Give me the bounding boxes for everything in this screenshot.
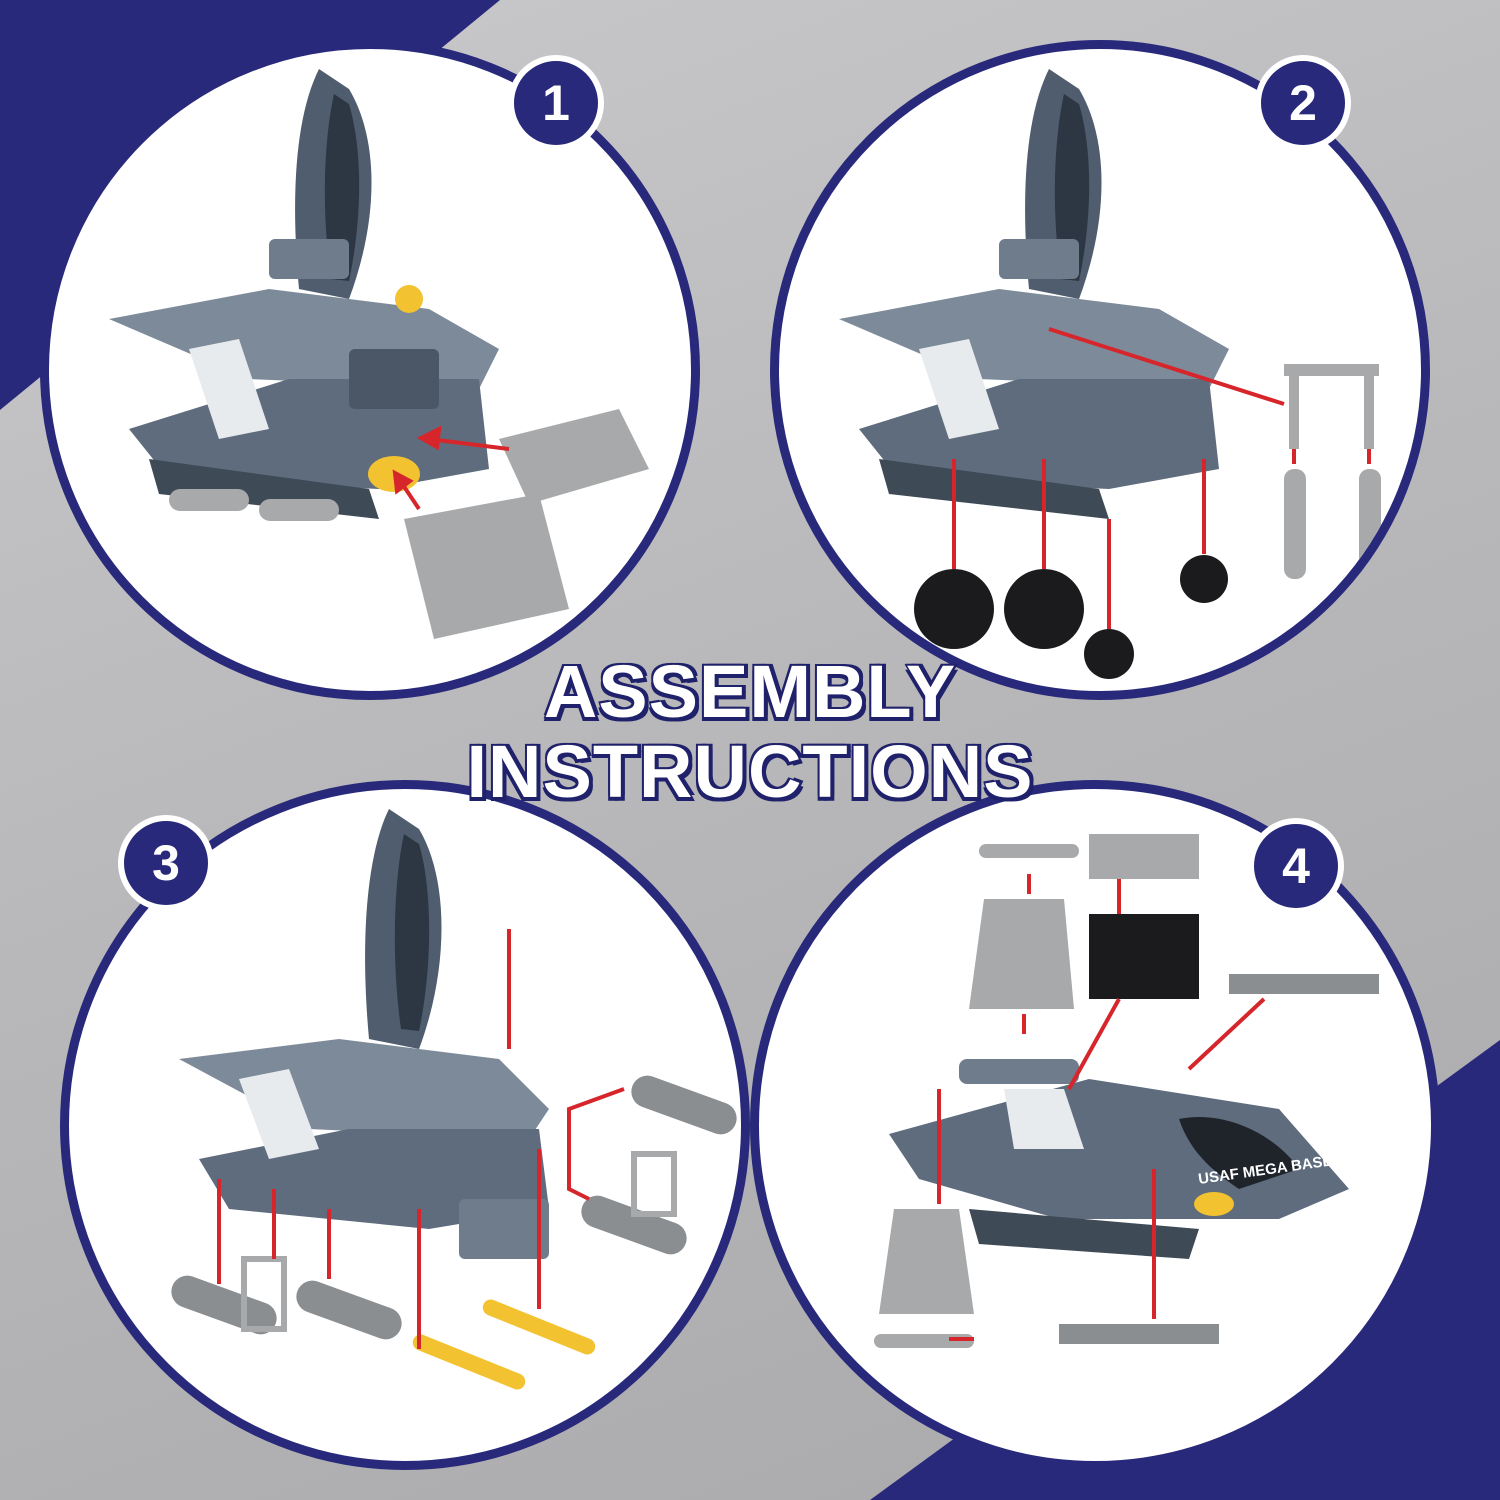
toy-jet-icon (109, 69, 499, 519)
ladder-icon (241, 1151, 677, 1332)
wheel-icon (914, 555, 1228, 679)
missile-icon (171, 1075, 737, 1390)
ladder-stand-icon (1284, 364, 1381, 579)
assembly-instructions-title: ASSEMBLY INSTRUCTIONS (425, 650, 1075, 824)
black-panel-part (1089, 914, 1199, 999)
toy-jet-icon (179, 809, 549, 1259)
toy-jet-icon (839, 69, 1229, 519)
step-4-arrows (937, 874, 1266, 1341)
step-2-panel (770, 40, 1430, 700)
title-line-2: INSTRUCTIONS (465, 730, 1034, 813)
step-1-number-badge: 1 (508, 55, 604, 151)
title-line-1: ASSEMBLY (542, 650, 957, 733)
ramp-icon (404, 409, 649, 639)
cannon-icon (1059, 974, 1379, 1344)
step-4-illustration: USAF MEGA BASE (874, 834, 1379, 1348)
step-1-panel (40, 40, 700, 700)
step-2-illustration (839, 69, 1381, 679)
step-1-arrows (392, 425, 510, 511)
step-2-number-badge: 2 (1255, 55, 1351, 151)
step-2-arrows (952, 327, 1371, 629)
step-3-illustration (171, 809, 737, 1390)
missile-icon (169, 489, 339, 521)
step-4-number-badge: 4 (1248, 818, 1344, 914)
step-1-illustration (109, 69, 649, 639)
step-3-arrows (217, 929, 625, 1349)
toy-jet-icon (889, 1059, 1349, 1259)
missile-icon (874, 844, 1079, 1348)
ramp-icon (879, 834, 1199, 1314)
step-3-number-badge: 3 (118, 815, 214, 911)
